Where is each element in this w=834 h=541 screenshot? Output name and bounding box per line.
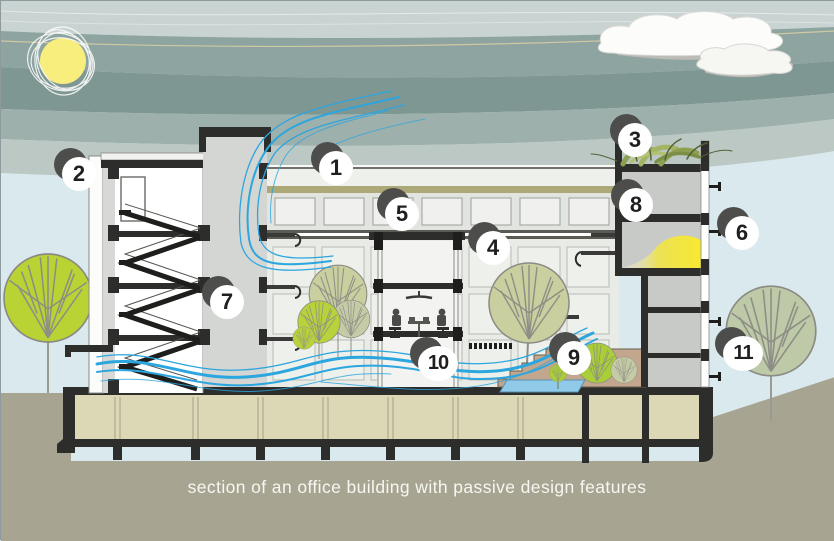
- callout-number: 11: [723, 336, 763, 371]
- atrium-trees-left: [292, 264, 371, 359]
- daylight-patch: [622, 235, 702, 268]
- callout-7: 7: [202, 276, 244, 319]
- callout-number: 3: [618, 123, 652, 157]
- callout-number: 5: [385, 197, 419, 231]
- callout-number: 10: [418, 346, 458, 381]
- floor-grille: [469, 343, 512, 349]
- sun-icon: [27, 26, 95, 96]
- callout-number: 4: [476, 231, 510, 265]
- roof-insulation-stripe: [267, 186, 619, 193]
- basement: [57, 387, 713, 463]
- callout-2: 2: [54, 148, 96, 191]
- caption: section of an office building with passi…: [187, 477, 647, 497]
- tree-left: [3, 253, 93, 393]
- callout-number: 9: [557, 341, 591, 375]
- callout-4: 4: [468, 222, 510, 265]
- ventilation-shaft: [199, 127, 271, 387]
- callout-6: 6: [717, 207, 759, 250]
- tree-right: [725, 285, 817, 421]
- airflow-icon: [95, 90, 598, 392]
- mezzanine-office: [369, 232, 512, 387]
- callout-number: 1: [319, 151, 353, 185]
- callout-3: 3: [610, 114, 652, 157]
- callout-9: 9: [549, 332, 591, 375]
- callout-1: 1: [311, 142, 353, 185]
- footings: [113, 387, 649, 463]
- green-roof-icon: [590, 134, 733, 167]
- callout-5: 5: [377, 188, 419, 231]
- callout-11: 11: [715, 327, 763, 371]
- clerestory-windows: [274, 197, 610, 226]
- callout-number: 7: [210, 285, 244, 319]
- ground: [1, 377, 834, 541]
- callout-10: 10: [410, 337, 458, 381]
- callout-number: 6: [725, 216, 759, 250]
- callout-number: 8: [619, 188, 653, 222]
- callout-8: 8: [611, 179, 653, 222]
- cloud-icon: [597, 11, 793, 78]
- ceiling-fan-icon: [405, 291, 433, 300]
- people-at-desk-icon: [389, 308, 449, 338]
- water-pool-icon: [499, 379, 586, 393]
- callout-number: 2: [62, 157, 96, 191]
